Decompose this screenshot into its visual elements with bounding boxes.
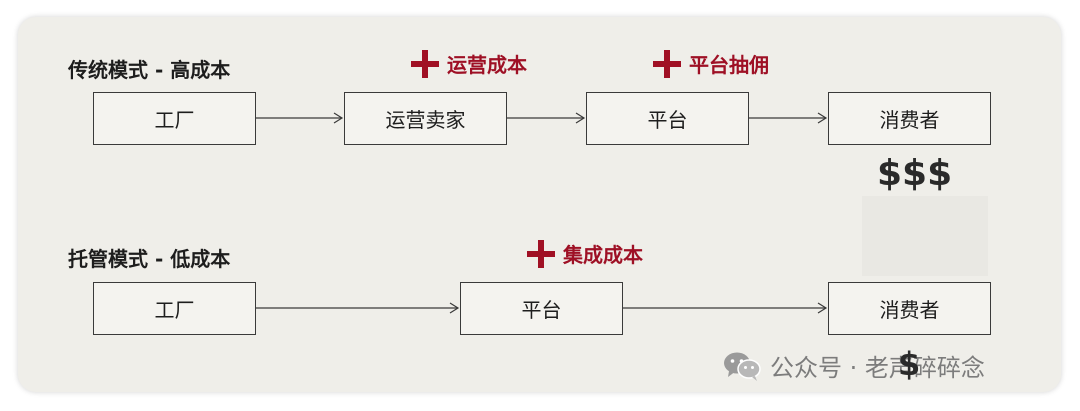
wechat-watermark: 公众号 · 老声碎碎念 xyxy=(722,348,985,383)
node-consumer: 消费者 xyxy=(828,282,991,335)
node-platform: 平台 xyxy=(460,282,623,335)
arrow-connector xyxy=(507,111,586,125)
node-operating-seller: 运营卖家 xyxy=(344,92,507,145)
plus-icon xyxy=(411,49,439,78)
price-indicator-low: $ xyxy=(898,345,921,383)
plus-icon xyxy=(527,239,555,268)
node-factory: 工厂 xyxy=(93,92,256,145)
arrow-connector xyxy=(749,111,828,125)
cost-text: 集成成本 xyxy=(563,243,643,267)
cost-text: 平台抽佣 xyxy=(689,53,769,77)
traditional-title: 传统模式 - 高成本 xyxy=(68,58,231,82)
price-indicator-high: $$$ xyxy=(877,153,953,194)
node-platform: 平台 xyxy=(586,92,749,145)
integration-cost-label: 集成成本 xyxy=(527,239,643,268)
blank-patch xyxy=(862,196,988,276)
node-factory: 工厂 xyxy=(93,282,256,335)
watermark-text: 公众号 · 老声碎碎念 xyxy=(770,354,985,382)
arrow-connector xyxy=(256,301,460,315)
platform-commission-label: 平台抽佣 xyxy=(653,49,769,78)
plus-icon xyxy=(653,49,681,78)
cost-text: 运营成本 xyxy=(447,53,527,77)
arrow-connector xyxy=(256,111,344,125)
wechat-icon xyxy=(724,352,761,381)
hosted-title: 托管模式 - 低成本 xyxy=(68,247,231,271)
arrow-connector xyxy=(623,301,828,315)
node-consumer: 消费者 xyxy=(828,92,991,145)
operating-cost-label: 运营成本 xyxy=(411,49,527,78)
